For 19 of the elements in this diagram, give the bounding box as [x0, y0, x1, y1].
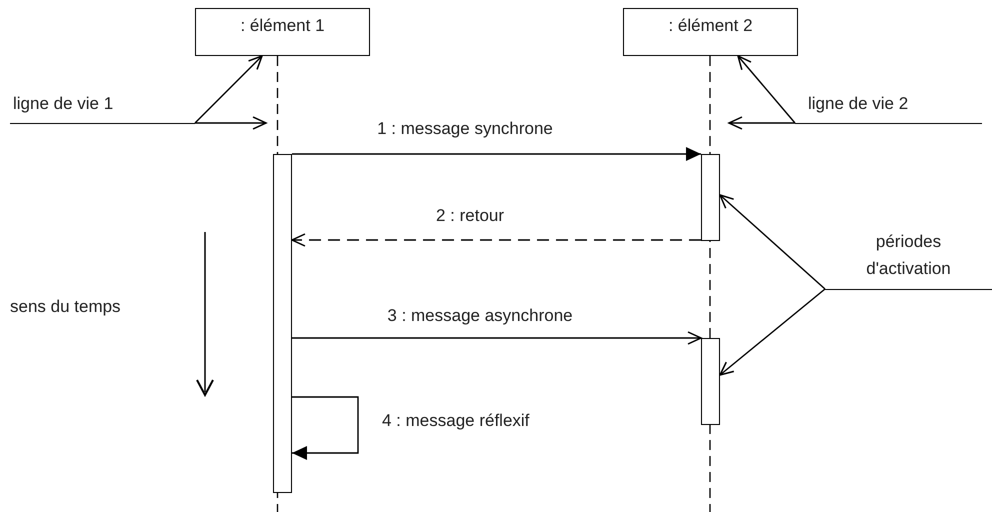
activation-bar: [701, 338, 720, 425]
leader-line: [719, 194, 826, 290]
message-arrow: [292, 331, 702, 345]
message-arrow: [292, 396, 359, 460]
object-box: : élément 2: [623, 8, 798, 56]
message-arrow: [291, 233, 701, 247]
annotation-text: ligne de vie 2: [795, 90, 982, 124]
leader-line: [194, 55, 263, 124]
annotation-text: ligne de vie 1: [10, 90, 195, 124]
message-arrow: [292, 147, 701, 161]
leader-line: [719, 288, 826, 376]
leader-line: [195, 116, 267, 130]
leader-line: [728, 116, 795, 130]
activation-bar: [701, 154, 720, 241]
object-box: : élément 1: [195, 8, 370, 56]
annotation-text: périodes d'activation: [825, 228, 992, 290]
annotation-text: sens du temps: [10, 296, 121, 318]
activation-bar: [273, 154, 292, 493]
leader-line: [737, 55, 796, 124]
